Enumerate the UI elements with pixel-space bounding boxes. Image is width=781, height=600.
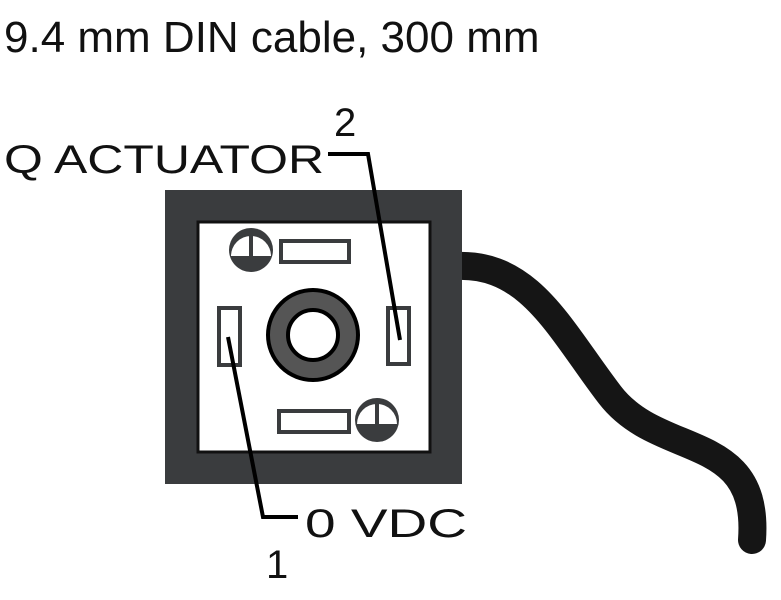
pin-slot-top bbox=[279, 239, 351, 264]
center-ring bbox=[266, 288, 360, 382]
pin-slot-bottom bbox=[277, 409, 351, 434]
cable bbox=[441, 251, 767, 554]
ground-icon-top bbox=[229, 228, 273, 272]
pin-1-label: 0 VDC bbox=[305, 502, 467, 546]
pin-2-label: Q ACTUATOR bbox=[4, 138, 324, 182]
pin-2-number: 2 bbox=[334, 101, 356, 145]
ground-icon-bottom bbox=[355, 398, 399, 442]
pin-2-leader-line bbox=[328, 152, 402, 341]
diagram-title: 9.4 mm DIN cable, 300 mm bbox=[4, 13, 540, 62]
pin-1-leader-line bbox=[226, 336, 298, 519]
pin-1-number: 1 bbox=[266, 543, 288, 587]
pin-1-slot bbox=[217, 306, 242, 367]
